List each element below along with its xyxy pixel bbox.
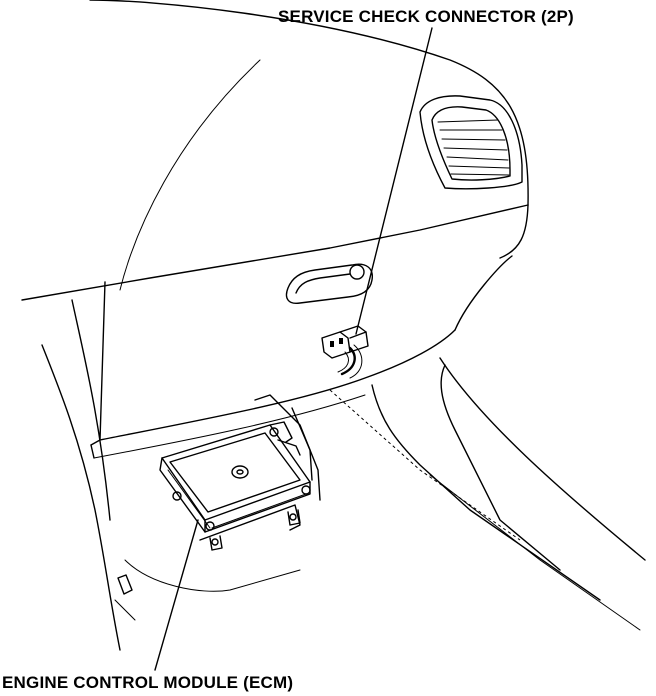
service-check-leader-line [355,27,433,335]
center-console [329,357,646,631]
lower-left-panel [41,299,301,651]
glove-box [90,255,513,459]
engine-control-module-label: ENGINE CONTROL MODULE (ECM) [2,673,294,692]
glove-box-handle [285,263,373,305]
ecm-bracket [199,394,321,551]
air-vent [419,95,523,190]
engine-control-module [159,421,311,533]
service-check-connector [321,325,369,379]
upper-dashboard-panel [21,0,529,301]
callout-leaders [154,27,433,671]
service-check-connector-label: SERVICE CHECK CONNECTOR (2P) [278,7,574,26]
ecm-leader-line [154,519,199,671]
